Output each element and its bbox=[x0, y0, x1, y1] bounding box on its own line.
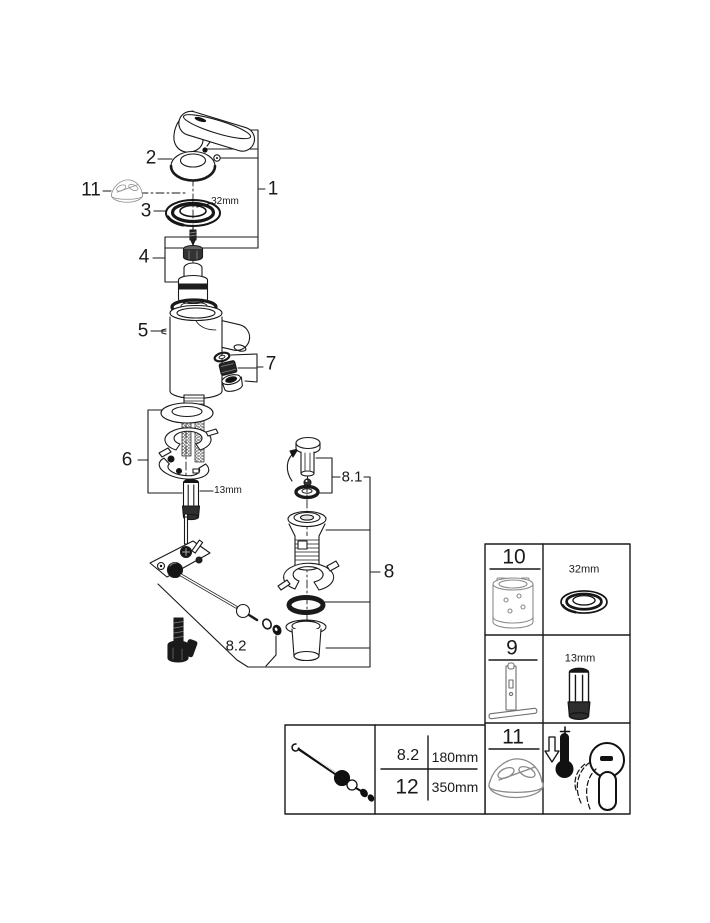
lift-rod bbox=[182, 513, 190, 545]
leader-lines bbox=[102, 129, 381, 668]
table-dim-13mm: 13mm bbox=[564, 652, 596, 665]
cartridge-tool-icon bbox=[492, 577, 534, 629]
rod-table-length-350mm: 350mm bbox=[431, 779, 479, 795]
callout-2: 2 bbox=[145, 147, 157, 169]
dim-32mm: 32mm bbox=[211, 196, 239, 207]
table-ref-11: 11 bbox=[502, 725, 524, 749]
part-1-handle bbox=[173, 110, 256, 162]
rod-table-ref-12: 12 bbox=[395, 775, 419, 799]
callout-3: 3 bbox=[140, 200, 152, 222]
part-8-1-popup-plug bbox=[286, 436, 321, 500]
rod-table-ref-8-2: 8.2 bbox=[396, 747, 420, 764]
part-7-aerator-assembly bbox=[213, 351, 243, 392]
part-4-cartridge-assembly bbox=[170, 224, 218, 316]
part-6-mounting-set bbox=[158, 402, 219, 480]
callout-1: 1 bbox=[267, 178, 279, 200]
table-ref-9: 9 bbox=[506, 636, 518, 660]
callout-8-1: 8.1 bbox=[341, 468, 363, 486]
callout-8: 8 bbox=[383, 561, 395, 583]
callout-7: 7 bbox=[265, 353, 277, 375]
part-8-2-rod-assembly bbox=[149, 539, 282, 636]
callout-4: 4 bbox=[138, 246, 150, 268]
mounting-tool-icon bbox=[488, 662, 538, 720]
part-8-drain-assembly bbox=[277, 510, 340, 662]
table-ref-10: 10 bbox=[502, 545, 526, 569]
dim-13mm: 13mm bbox=[214, 485, 242, 496]
rod-table-length-180mm: 180mm bbox=[431, 749, 479, 765]
callout-8-2: 8.2 bbox=[225, 637, 247, 655]
callout-5: 5 bbox=[137, 320, 149, 342]
temperature-limiter-icon bbox=[544, 726, 625, 811]
callout-6: 6 bbox=[121, 449, 133, 471]
part-12-clamp-screw bbox=[167, 617, 198, 663]
socket-13mm-icon bbox=[567, 667, 591, 720]
table-dim-32mm: 32mm bbox=[568, 563, 600, 576]
part-11-cap bbox=[110, 179, 144, 203]
part-2-escutcheon-ring bbox=[169, 150, 217, 182]
rod-icon bbox=[291, 743, 375, 802]
callout-11: 11 bbox=[81, 179, 101, 201]
